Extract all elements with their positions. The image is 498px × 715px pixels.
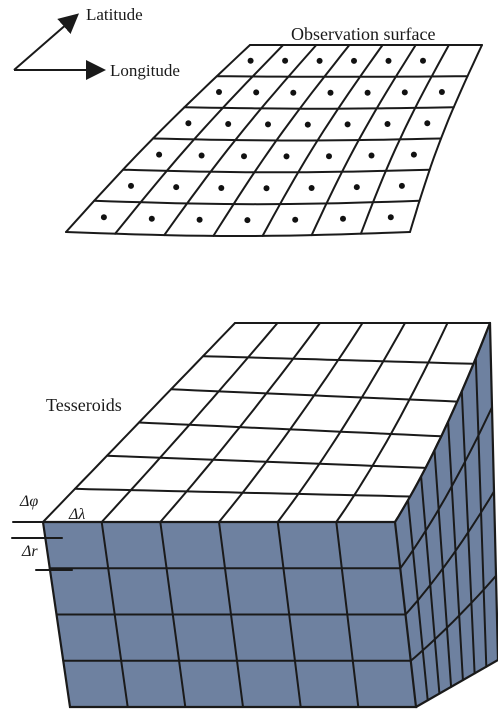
surface-column-line [163, 44, 318, 237]
block-back-edge [488, 321, 498, 662]
observation-point [364, 89, 371, 96]
surface-row-line [152, 137, 442, 142]
side-column-line [407, 499, 429, 702]
observation-point [292, 216, 299, 223]
front-column-line [159, 521, 187, 708]
observation-point [282, 57, 289, 64]
tesseroids-label: Tesseroids [46, 395, 122, 415]
surface-column-line [310, 44, 417, 237]
side-layer-line [409, 574, 497, 662]
top-column-line [335, 322, 449, 523]
latitude-label: Latitude [86, 5, 143, 24]
observation-point [185, 120, 192, 127]
surface-column-line [261, 44, 384, 237]
observation-point [316, 57, 323, 64]
observation-point [344, 121, 351, 128]
top-column-line [42, 322, 236, 523]
axes-indicator: Latitude Longitude [13, 5, 180, 80]
side-column-line [420, 475, 441, 695]
front-column-line [218, 521, 244, 708]
surface-column-line [359, 44, 450, 235]
observation-point [196, 216, 203, 223]
side-layer-line [404, 490, 495, 616]
side-layer-line [399, 406, 493, 570]
tesseroid-block [11, 321, 498, 709]
block-bottom-side-edge [414, 658, 498, 709]
observation-point [290, 89, 297, 96]
observation-point [420, 57, 426, 64]
observation-point [368, 152, 375, 159]
surface-column-line [114, 44, 285, 235]
front-column-line [276, 521, 302, 708]
block-side-top-edge [393, 321, 492, 524]
surface-column-line [409, 44, 483, 233]
observation-point [247, 57, 254, 64]
observation-point [351, 57, 357, 64]
surface-row-line [93, 199, 421, 206]
observation-surface-label: Observation surface [291, 24, 435, 44]
observation-point [410, 151, 417, 158]
observation-point [424, 120, 431, 127]
top-column-line [276, 322, 406, 523]
surface-column-line [65, 44, 251, 233]
delta-phi-label: Δφ [19, 493, 38, 510]
observation-point [128, 182, 134, 189]
side-column-line [474, 357, 488, 668]
surface-row-line [215, 75, 469, 78]
observation-point [244, 217, 251, 224]
observation-point [225, 121, 232, 127]
observation-point [326, 153, 332, 160]
observation-point [156, 151, 163, 158]
observation-point [401, 89, 408, 96]
observation-point [387, 214, 394, 221]
observation-point [438, 89, 445, 95]
observation-point [283, 153, 290, 160]
front-column-line [335, 521, 360, 708]
front-column-line [100, 521, 129, 708]
side-column-line [447, 420, 464, 682]
observation-point [100, 214, 107, 221]
side-column-line [460, 390, 476, 675]
observation-point [253, 89, 260, 96]
delta-lambda-label: Δλ [68, 506, 85, 523]
side-column-line [433, 449, 453, 688]
block-grid-lines [11, 321, 498, 709]
observation-point [384, 121, 391, 127]
surface-column-line [212, 44, 351, 237]
observation-point [308, 185, 315, 191]
observation-point [173, 184, 180, 191]
observation-point [398, 182, 405, 189]
observation-point [304, 121, 311, 128]
surface-row-line [65, 231, 411, 237]
observation-point [218, 185, 225, 191]
delta-r-label: Δr [21, 543, 38, 560]
observation-point [340, 215, 346, 222]
observation-point [353, 184, 360, 191]
observation-point [265, 121, 271, 128]
latitude-arrow [13, 13, 80, 71]
observation-surface-grid [65, 44, 483, 237]
top-column-line [100, 322, 279, 523]
top-column-line [218, 322, 364, 523]
longitude-label: Longitude [110, 61, 180, 80]
surface-row-line [183, 106, 455, 110]
observation-point [327, 89, 334, 96]
top-column-line [159, 322, 321, 523]
surface-row-line [122, 168, 431, 174]
observation-point [216, 89, 222, 95]
block-top-face [43, 323, 490, 522]
observation-point [198, 152, 205, 159]
observation-point [241, 153, 247, 160]
observation-point [263, 185, 270, 192]
observation-point [148, 215, 155, 222]
observation-point [385, 57, 392, 64]
